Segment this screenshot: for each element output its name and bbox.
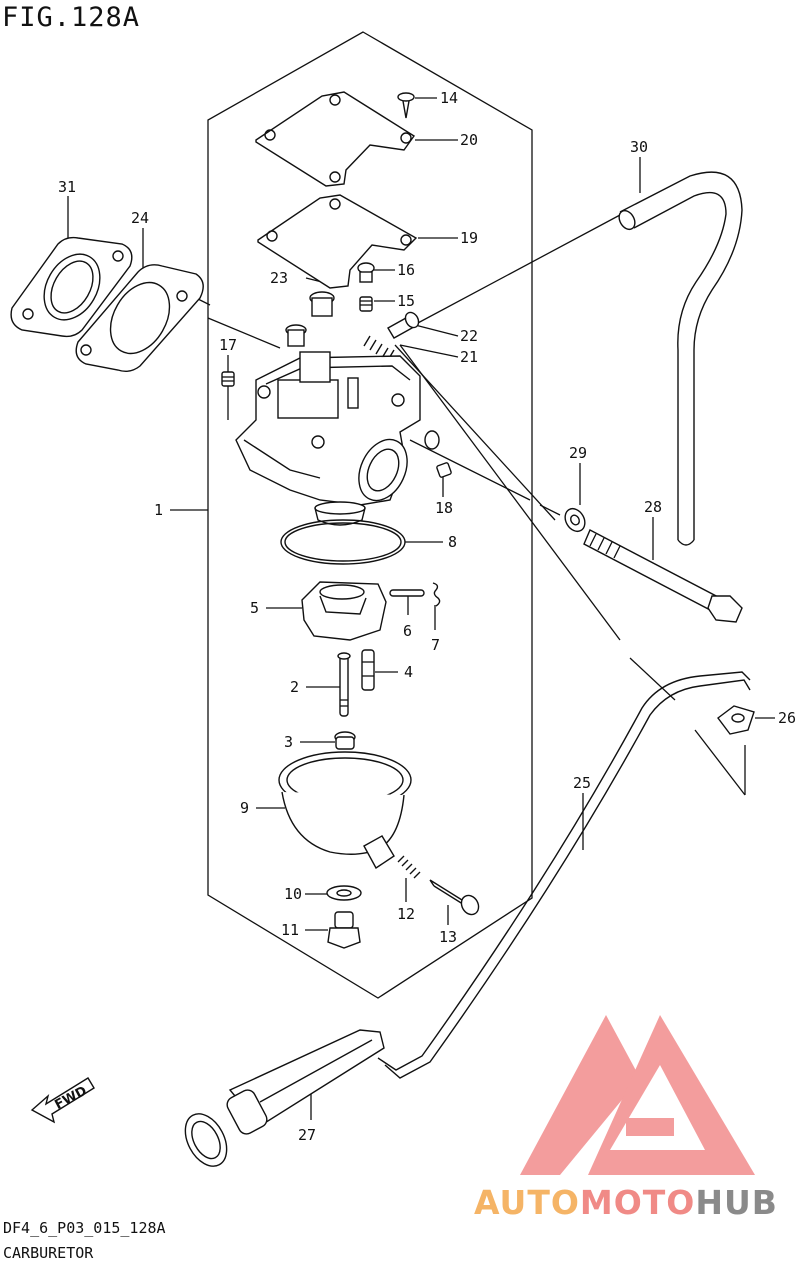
choke-knob-part-27: [184, 1029, 385, 1167]
callout-5: 5: [250, 599, 259, 617]
callout-29: 29: [569, 444, 587, 462]
needle-valve-part-4: [361, 649, 375, 691]
callout-31: 31: [58, 178, 76, 196]
callout-30: 30: [630, 138, 648, 156]
callout-9: 9: [240, 799, 249, 817]
drain-bolt-part-11: [327, 911, 361, 949]
carburetor-body-part-1: [235, 351, 440, 526]
callout-15: 15: [397, 292, 415, 310]
watermark-logo-icon: [520, 1015, 755, 1175]
callout-22: 22: [460, 327, 478, 345]
figure-title: FIG.128A: [2, 2, 141, 33]
callout-10: 10: [284, 885, 302, 903]
jet-part-17: [221, 371, 235, 387]
screw-part-16: [357, 262, 375, 283]
clip-part-7: [432, 582, 441, 607]
screw-part-22: [387, 311, 420, 339]
callout-7: 7: [431, 636, 440, 654]
watermark-brand: AUTOMOTOHUB: [474, 1183, 778, 1222]
callout-26: 26: [778, 709, 796, 727]
diaphragm-cover-part-20: [255, 91, 416, 187]
brand-hub: HUB: [695, 1183, 778, 1222]
callout-18: 18: [435, 499, 453, 517]
callout-11: 11: [281, 921, 299, 939]
washer-part-10: [326, 885, 362, 901]
main-jet-part-2: [337, 652, 351, 717]
pilot-jet-part-3: [334, 731, 356, 750]
bolt-part-28: [583, 529, 743, 623]
washer-part-29: [564, 507, 586, 533]
callout-12: 12: [397, 905, 415, 923]
spring-part-21: [363, 335, 395, 361]
screw-part-18: [436, 462, 452, 478]
fwd-arrow-icon: FWD: [30, 1077, 95, 1124]
o-ring-inner: [284, 522, 402, 562]
callout-17: 17: [219, 336, 237, 354]
callout-16: 16: [397, 261, 415, 279]
callout-labels: 1 2 3 4 5 6 7 8 9 10 11 12 13 14 15 16 1…: [58, 89, 796, 1144]
callout-3: 3: [284, 733, 293, 751]
callout-23: 23: [270, 269, 288, 287]
callout-21: 21: [460, 348, 478, 366]
callout-28: 28: [644, 498, 662, 516]
clip-part-26: [717, 705, 755, 735]
float-pin-part-6: [389, 589, 425, 597]
o-ring-part-8: [280, 519, 406, 565]
spring-part-15: [359, 296, 373, 312]
callout-20: 20: [460, 131, 478, 149]
assembly-frame: [207, 31, 533, 999]
callout-2: 2: [290, 678, 299, 696]
callout-24: 24: [131, 209, 149, 227]
fuel-hose-part-30: [618, 171, 743, 546]
float-chamber-part-9: [278, 751, 412, 870]
callout-19: 19: [460, 229, 478, 247]
spring-part-12: [397, 855, 421, 879]
callout-1: 1: [154, 501, 163, 519]
flange-gasket-part-31: [10, 236, 133, 338]
callout-6: 6: [403, 622, 412, 640]
choke-rod-part-25: [377, 671, 751, 1079]
callout-27: 27: [298, 1126, 316, 1144]
float-part-5: [301, 581, 387, 641]
leader-lines: [67, 97, 775, 1120]
screw-part-14: [397, 92, 415, 119]
brand-auto: AUTO: [474, 1183, 580, 1222]
lever-part-23: [285, 291, 335, 347]
figure-caption: CARBURETOR: [3, 1244, 94, 1262]
callout-25: 25: [573, 774, 591, 792]
callout-8: 8: [448, 533, 457, 551]
gasket-part-24: [75, 264, 204, 373]
screw-part-13: [429, 879, 480, 916]
diaphragm-part-19: [257, 194, 418, 289]
figure-code: DF4_6_P03_015_128A: [3, 1219, 166, 1237]
callout-13: 13: [439, 928, 457, 946]
brand-moto: MOTO: [579, 1183, 696, 1222]
callout-14: 14: [440, 89, 458, 107]
callout-4: 4: [404, 663, 413, 681]
